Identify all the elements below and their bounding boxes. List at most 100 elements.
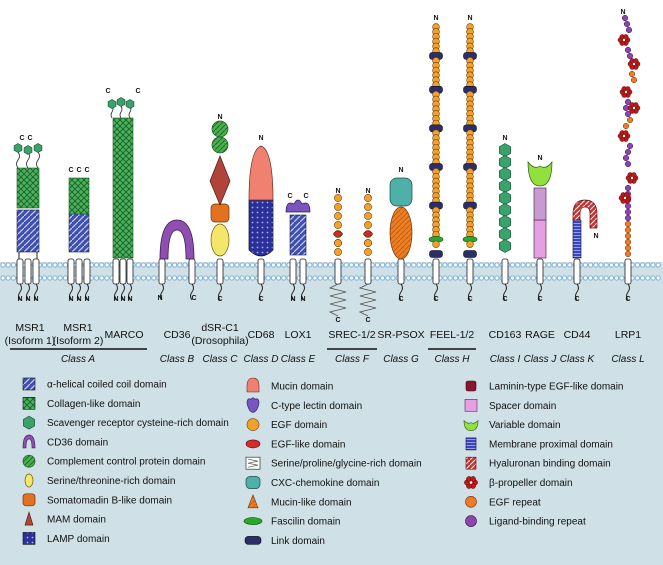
egf-domain	[364, 239, 372, 247]
srcr-domain	[33, 143, 43, 153]
c-terminus-label: C	[68, 167, 73, 174]
receptor-name: CD163	[489, 329, 522, 341]
lipid-head	[104, 275, 110, 281]
legend-item: Ligand-binding repeat	[465, 515, 586, 528]
lipid-head	[348, 262, 354, 268]
egf-circle-icon	[246, 418, 260, 431]
c-terminus-label: C	[287, 193, 292, 200]
lipid-head	[239, 262, 245, 268]
legend-item: Serine/threonine-rich domain	[24, 473, 175, 488]
collagen-domain	[16, 167, 40, 209]
egf-domain	[364, 221, 372, 229]
legend-label: Variable domain	[489, 420, 561, 431]
lipid-head	[172, 262, 178, 268]
lipid-head	[250, 262, 256, 268]
striped-circle-icon	[22, 454, 36, 468]
lipid-head	[312, 275, 318, 281]
lipid-head	[265, 262, 271, 268]
n-terminus-label: N	[25, 296, 30, 303]
beta-propeller-domain	[617, 34, 631, 46]
lipid-head	[426, 262, 432, 268]
spacer-domain	[533, 187, 547, 221]
ligand-binding-repeat	[624, 46, 632, 54]
propeller-center	[630, 176, 634, 180]
ellipse-icon	[24, 473, 34, 488]
lipid-head	[234, 275, 240, 281]
lipid-head	[603, 275, 609, 281]
lipid-head	[650, 275, 656, 281]
n-terminus-label: N	[593, 233, 598, 240]
lipid-head	[177, 275, 183, 281]
transmembrane-segment	[299, 258, 307, 285]
lipid-head	[390, 262, 396, 268]
class-label: Class C	[202, 354, 238, 365]
legend-label: Somatomadin B-like domain	[47, 495, 172, 506]
lipid-head	[343, 275, 349, 281]
transmembrane-segment	[75, 258, 83, 285]
transmembrane-segment	[397, 258, 405, 285]
receptor-name: CD68	[248, 329, 275, 341]
srcr-domain	[499, 203, 511, 217]
lipid-head	[473, 262, 479, 268]
lipid-head	[146, 262, 152, 268]
egf-domain	[364, 203, 372, 211]
alpha-helix-domain	[68, 213, 90, 253]
propeller-center	[623, 196, 627, 200]
lipid-head	[250, 275, 256, 281]
dotted-square-icon	[22, 532, 36, 545]
legend-label: Collagen-like domain	[47, 399, 140, 410]
propeller-center	[469, 481, 473, 484]
lipid-head	[10, 275, 16, 281]
egf-domain	[364, 248, 372, 256]
lipid-head	[406, 262, 412, 268]
laminin-icon	[465, 380, 477, 392]
cytoplasmic-tail	[69, 283, 73, 301]
ligand-binding-repeat	[622, 154, 630, 162]
variable-domain	[527, 160, 553, 187]
class-label: Class I	[490, 354, 521, 365]
beta-propeller-domain	[618, 192, 632, 204]
lipid-head	[598, 275, 604, 281]
legend-item: CD36 domain	[22, 434, 108, 448]
lipid-head	[140, 262, 146, 268]
n-terminus-label: N	[537, 155, 542, 162]
c-terminus-label: C	[76, 167, 81, 174]
alpha-helix-icon	[22, 377, 36, 391]
n-terminus-label: N	[84, 296, 89, 303]
lipid-head	[166, 262, 172, 268]
lipid-head	[588, 275, 594, 281]
lipid-head	[645, 262, 651, 268]
legend-item: EGF repeat	[465, 495, 541, 508]
n-terminus-label: N	[76, 296, 81, 303]
lipid-head	[655, 262, 661, 268]
serine-proline-glycine-rich-domain	[328, 283, 347, 317]
transmembrane-segment	[112, 258, 120, 285]
c-terminus-label: C	[467, 296, 472, 303]
legend-label: Spacer domain	[489, 401, 556, 412]
legend-label: Link domain	[271, 536, 325, 547]
receptor-subname: (Isoform 1)	[5, 335, 56, 347]
legend-item: Scavenger receptor cysteine-rich domain	[23, 415, 229, 430]
n-terminus-label: N	[365, 188, 370, 195]
c-terminus-label: C	[191, 295, 196, 302]
lipid-head	[47, 275, 53, 281]
legend-item: EGF-like domain	[245, 439, 345, 450]
propeller-center	[632, 62, 636, 66]
c-terminus-label: C	[105, 88, 110, 95]
legend-label: EGF domain	[271, 420, 327, 431]
transmembrane-segment	[501, 258, 509, 285]
egf-repeat	[624, 250, 632, 258]
lipid-head	[390, 275, 396, 281]
lipid-head	[634, 275, 641, 281]
lipid-head	[489, 275, 495, 281]
spacer-icon	[464, 398, 478, 412]
lipid-head	[270, 262, 276, 268]
beta-propeller-domain	[627, 102, 641, 114]
egf-repeat	[622, 122, 630, 130]
lipid-head	[374, 262, 380, 268]
egf-repeat	[624, 238, 632, 246]
lipid-head	[307, 262, 313, 268]
serine-threonine-domain	[210, 223, 230, 257]
legend-label: EGF repeat	[489, 497, 541, 508]
cxc-chemokine-domain	[389, 177, 413, 207]
